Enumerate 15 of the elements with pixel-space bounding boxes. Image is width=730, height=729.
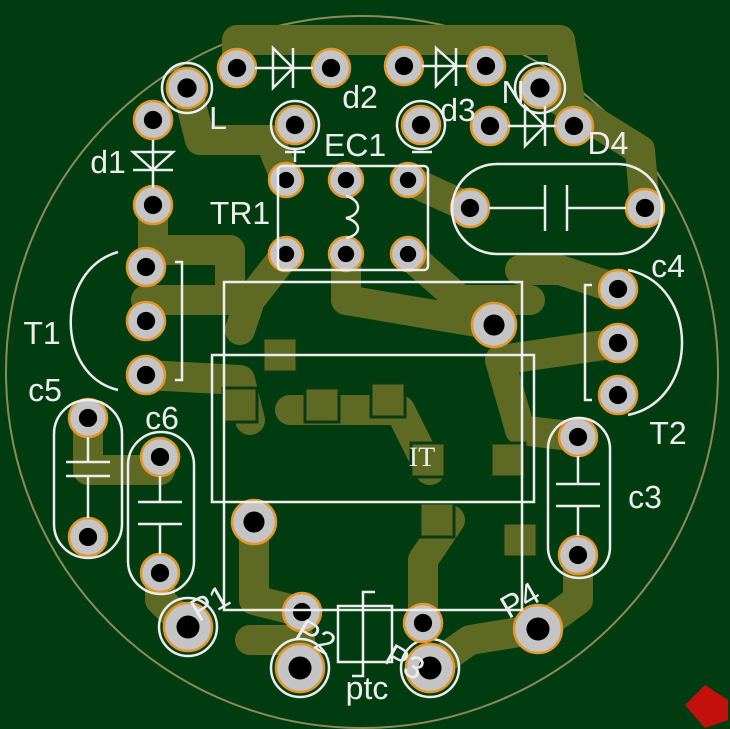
component-designator: c5 (28, 374, 62, 406)
component-designator: D4 (588, 127, 628, 159)
component-designator: T2 (649, 417, 687, 449)
component-designator: c6 (145, 402, 179, 434)
component-designator: T1 (23, 317, 61, 349)
component-designator: L (209, 102, 227, 134)
component-designator: d2 (342, 81, 378, 113)
component-designator: IT (408, 444, 436, 472)
component-designator: d1 (90, 146, 126, 178)
component-designator: ptc (346, 672, 388, 704)
component-designator: c4 (651, 250, 685, 282)
component-designator: c3 (628, 481, 662, 513)
component-designator: TR1 (210, 197, 270, 229)
component-designator: EC1 (324, 129, 386, 161)
component-designator: P4 (495, 576, 545, 624)
